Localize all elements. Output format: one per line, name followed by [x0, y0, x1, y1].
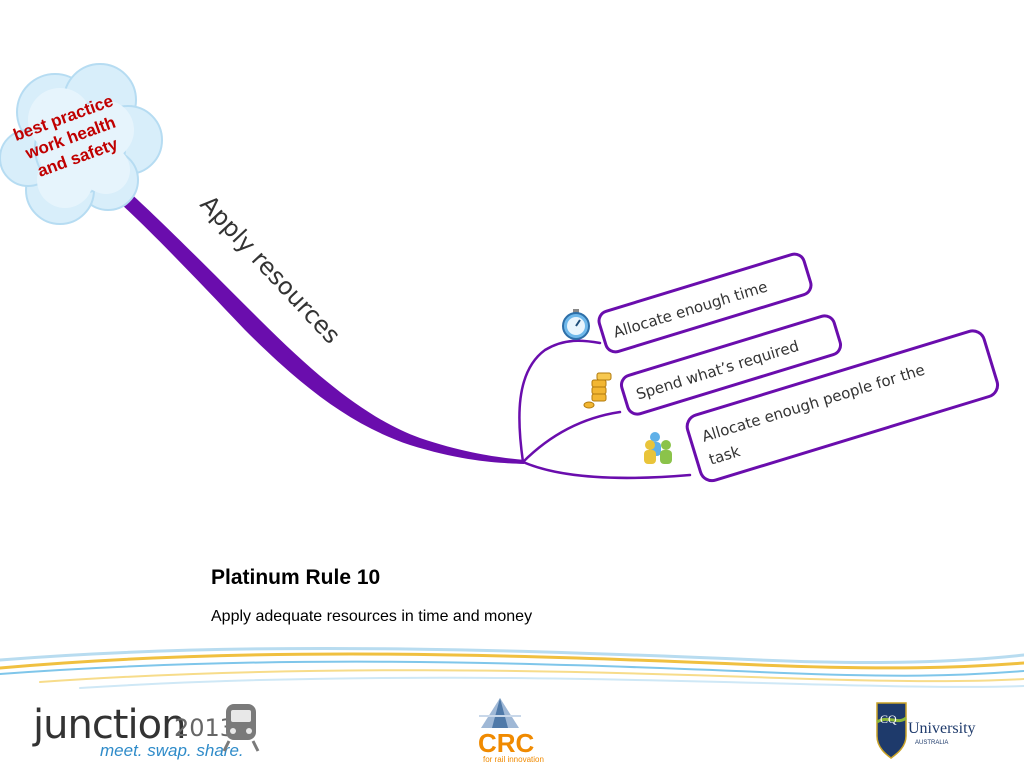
crc-logo-name: CRC: [478, 728, 535, 758]
slide-title: Platinum Rule 10: [211, 566, 381, 589]
cqu-logo-initials: CQ: [880, 712, 897, 726]
cqu-logo-country: AUSTRALIA: [915, 740, 948, 746]
crc-logo: CRC for rail innovation: [478, 698, 544, 764]
coins-icon: [583, 372, 612, 409]
sub-branch-1: [518, 339, 602, 464]
stopwatch-icon: [562, 309, 590, 340]
sub-branch-2: [521, 410, 622, 464]
sub-branch-3: [521, 460, 692, 480]
slide-subtitle: Apply adequate resources in time and mon…: [211, 608, 533, 625]
junction-logo-tagline: meet. swap. share.: [100, 741, 244, 760]
cqu-logo: CQ University AUSTRALIA: [876, 702, 976, 759]
cqu-logo-name: University: [908, 720, 976, 737]
junction-logo: junction 2013 meet. swap. share.: [32, 702, 260, 760]
footer-swooshes: [0, 646, 1024, 689]
sub-node-money-box: [619, 314, 843, 416]
junction-logo-word: junction: [32, 702, 185, 748]
crc-logo-mark: [479, 698, 521, 728]
crc-logo-tagline: for rail innovation: [483, 755, 544, 764]
main-branch-label: Apply resources: [195, 190, 346, 349]
cqu-logo-shield: [876, 702, 907, 759]
sub-branches: [518, 339, 692, 480]
sub-node-people-box: [685, 329, 1000, 483]
train-icon: [222, 704, 260, 752]
people-icon: [644, 432, 672, 464]
central-node: best practice work health and safety: [0, 63, 163, 225]
junction-logo-year: 2013: [174, 714, 235, 742]
sub-node-time-box: [597, 252, 813, 354]
